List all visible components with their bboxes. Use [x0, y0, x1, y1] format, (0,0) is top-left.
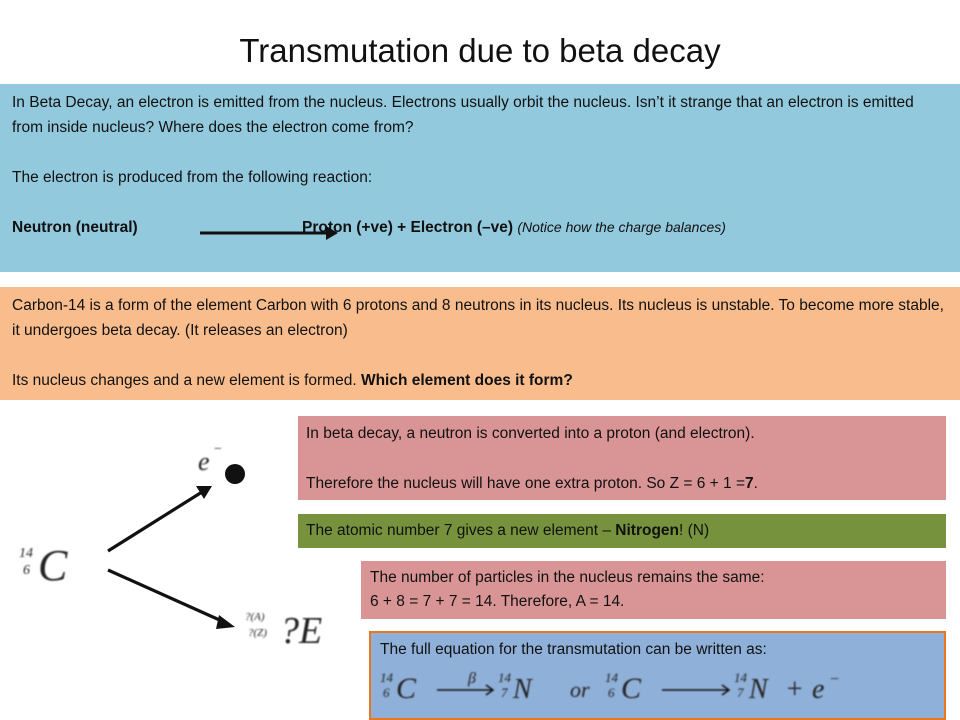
question-plain: Its nucleus changes and a new element is… [12, 372, 361, 389]
diagram-daughter-atomic: ?(Z) [248, 627, 267, 639]
nitrogen-bold: Nitrogen [615, 522, 680, 539]
diagram-daughter-symbol: ?E [280, 610, 322, 652]
diagram-parent-symbol: C [38, 541, 68, 590]
intro-text: In Beta Decay, an electron is emitted fr… [12, 94, 914, 136]
atomic-number-end: . [753, 475, 758, 492]
mass-number-box: The number of particles in the nucleus r… [361, 561, 946, 619]
conversion-text: In beta decay, a neutron is converted in… [306, 425, 755, 442]
mass-number-line2: 6 + 8 = 7 + 7 = 14. Therefore, A = 14. [370, 593, 625, 610]
mass-number-line1: The number of particles in the nucleus r… [370, 569, 765, 586]
question-text: Its nucleus changes and a new element is… [12, 368, 948, 393]
diagram-parent-mass: 14 [19, 546, 33, 561]
diagram-parent-atomic: 6 [23, 563, 30, 578]
reaction-reactant: Neutron (neutral) [12, 219, 138, 236]
reaction-note: (Notice how the charge balances) [517, 219, 726, 235]
arrow-to-electron [107, 486, 212, 553]
equation-label: The full equation for the transmutation … [380, 641, 767, 658]
nitrogen-box: The atomic number 7 gives a new element … [298, 514, 946, 548]
reaction-products: Proton (+ve) + Electron (–ve) (Notice ho… [302, 215, 726, 240]
diagram-electron-symbol: e [198, 447, 210, 476]
atomic-number-text: Therefore the nucleus will have one extr… [306, 471, 938, 496]
diagram-electron-charge: − [213, 442, 222, 457]
neutron-conversion-box: In beta decay, a neutron is converted in… [298, 416, 946, 500]
question-bold: Which element does it form? [360, 372, 573, 389]
carbon-14-text: Carbon-14 is a form of the element Carbo… [12, 297, 944, 339]
nitrogen-text: The atomic number 7 gives a new element … [306, 518, 938, 543]
page-title: Transmutation due to beta decay [239, 32, 721, 69]
atomic-number-bold: 7 [745, 475, 754, 492]
neutron-reaction: Neutron (neutral) Proton (+ve) + Electro… [12, 215, 948, 240]
full-equation-box: The full equation for the transmutation … [369, 631, 946, 720]
reaction-intro-text: The electron is produced from the follow… [12, 169, 373, 186]
nitrogen-end: ! (N) [679, 522, 710, 539]
reaction-products-text: Proton (+ve) + Electron (–ve) [302, 219, 514, 236]
arrow-to-daughter [107, 568, 235, 629]
atomic-number-plain: Therefore the nucleus will have one extr… [306, 475, 745, 492]
carbon-14-box: Carbon-14 is a form of the element Carbo… [0, 287, 960, 400]
nitrogen-plain: The atomic number 7 gives a new element … [306, 522, 616, 539]
beta-decay-intro-box: In Beta Decay, an electron is emitted fr… [0, 84, 960, 272]
electron-dot [225, 464, 245, 484]
diagram-daughter-mass: ?(A) [245, 611, 265, 623]
